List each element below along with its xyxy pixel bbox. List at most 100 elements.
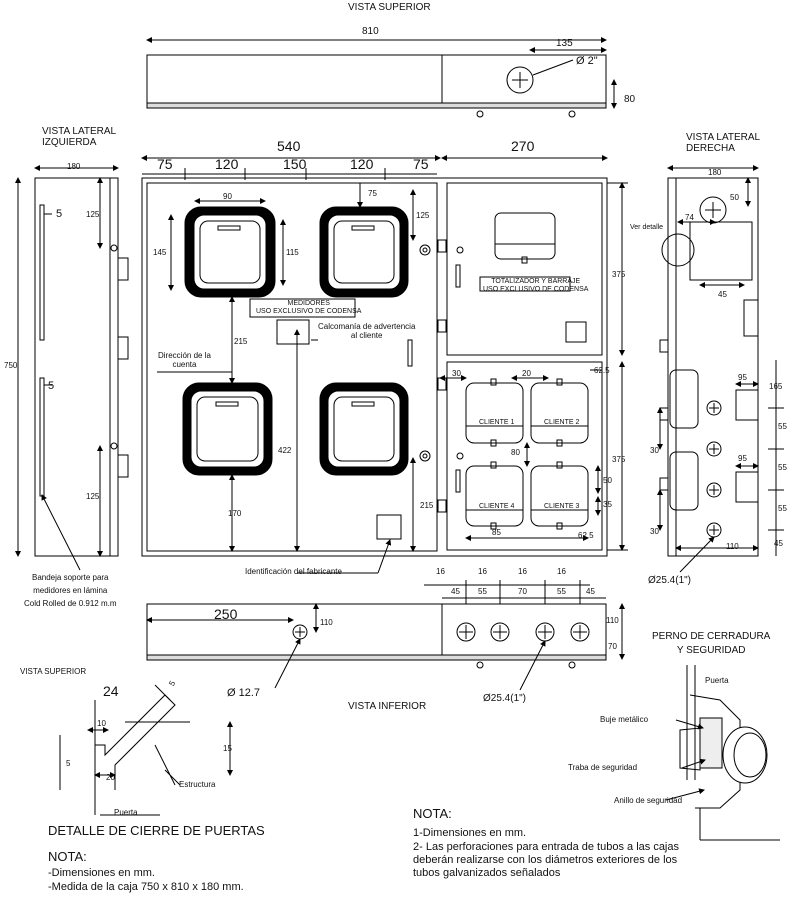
dim-135: 135 [556, 38, 573, 49]
det-dim-20: 20 [106, 773, 115, 782]
bot-dim-16-b: 16 [478, 567, 487, 576]
traba-label: Traba de seguridad [568, 763, 638, 772]
cliente1-label: CLIENTE 1 [479, 419, 515, 426]
buje-label: Buje metálico [600, 715, 649, 724]
bottom-view [146, 580, 625, 691]
left-dim-5-bottom: 5 [48, 380, 55, 392]
cliente2-label: CLIENTE 2 [544, 419, 580, 426]
dim-215: 215 [234, 337, 248, 346]
bot-dim-16-a: 16 [436, 567, 445, 576]
bot-dim-70: 70 [518, 587, 527, 596]
notes-right-line2: 2- Las perforaciones para entrada de tub… [413, 841, 679, 879]
dim-30-front: 30 [452, 369, 461, 378]
dim-540: 540 [277, 138, 301, 154]
anillo-label: Anillo de seguridad [614, 796, 683, 805]
dim-80-front: 80 [511, 448, 520, 457]
bot-dim-250: 250 [214, 606, 238, 622]
bot-diam-12-7: Ø 12.7 [227, 687, 261, 699]
cliente3-label: CLIENTE 3 [544, 503, 580, 510]
right-side-view [657, 165, 784, 573]
dim-80: 80 [624, 94, 636, 105]
ver-detalle-label: Ver detalle [630, 224, 664, 231]
cliente4-label: CLIENTE 4 [479, 503, 515, 510]
estructura-label: Estructura [179, 780, 216, 789]
right-dim-45-bottom: 45 [774, 539, 783, 548]
left-dim-180: 180 [67, 162, 81, 171]
dim-170: 170 [228, 509, 242, 518]
dim-75-right: 75 [413, 156, 429, 172]
dim-270: 270 [511, 138, 535, 154]
right-dim-30-bottom: 30 [650, 527, 659, 536]
dim-115: 115 [286, 248, 299, 257]
top-view [146, 37, 617, 118]
identificacion-label: Identificación del fabricante [245, 567, 342, 576]
right-dim-165: 165 [769, 382, 783, 391]
detail-top-view-title: VISTA SUPERIOR [20, 667, 87, 676]
right-diam-label: Ø25.4(1") [648, 575, 692, 586]
det-dim-15: 15 [223, 744, 232, 753]
left-side-view [15, 165, 129, 571]
bot-dim-16-c: 16 [518, 567, 527, 576]
bot-dim-110-right: 110 [606, 616, 619, 625]
dim-150: 150 [283, 156, 307, 172]
bot-diam-25-4: Ø25.4(1") [483, 693, 527, 704]
dim-62-5-bottom: 62.5 [578, 531, 594, 540]
dim-215-bottom: 215 [420, 501, 434, 510]
medidores-label: MEDIDORES USO EXCLUSIVO DE CODENSA [256, 300, 362, 315]
front-view [141, 155, 628, 574]
det-dim-24: 24 [103, 683, 119, 699]
dim-810: 810 [362, 26, 379, 37]
right-dim-95-top: 95 [738, 373, 747, 382]
dim-120-right: 120 [350, 156, 374, 172]
dim-35-front: 35 [603, 500, 612, 509]
bot-dim-16-d: 16 [557, 567, 566, 576]
notes-left-title: NOTA: [48, 849, 87, 864]
bot-dim-55-a: 55 [478, 587, 487, 596]
puerta-detail-label: Puerta [114, 808, 138, 817]
det-dim-5-left: 5 [66, 759, 71, 768]
dim-50-front: 50 [603, 476, 612, 485]
bot-dim-45-b: 45 [586, 587, 595, 596]
bot-dim-45-a: 45 [451, 587, 460, 596]
right-dim-55-b: 55 [778, 463, 787, 472]
dim-375-bottom: 375 [612, 455, 626, 464]
door-detail-title: DETALLE DE CIERRE DE PUERTAS [48, 823, 265, 838]
det-dim-10: 10 [97, 719, 106, 728]
left-dim-5-top: 5 [56, 208, 63, 220]
totalizador-label: TOTALIZADOR Y BARRAJE USO EXCLUSIVO DE C… [483, 278, 589, 293]
dim-85-front: 85 [492, 528, 501, 537]
right-dim-30-top: 30 [650, 446, 659, 455]
left-dim-125-top: 125 [86, 210, 100, 219]
left-view-title: VISTA LATERAL IZQUIERDA [42, 126, 117, 148]
left-dim-125-bottom: 125 [86, 492, 100, 501]
dim-75-left: 75 [157, 156, 173, 172]
right-dim-55-a: 55 [778, 422, 787, 431]
dim-90: 90 [223, 192, 232, 201]
notes-left-line2: -Medida de la caja 750 x 810 x 180 mm. [48, 881, 244, 893]
direccion-label: Dirección de la cuenta [158, 351, 211, 369]
notes-right-line1: 1-Dimensiones en mm. [413, 827, 527, 839]
dim-145: 145 [153, 248, 167, 257]
left-dim-750: 750 [4, 361, 18, 370]
dim-75-top: 75 [368, 189, 377, 198]
right-dim-110: 110 [726, 542, 739, 551]
dim-20-front: 20 [522, 369, 531, 378]
puerta-lock-label: Puerta [705, 676, 729, 685]
right-dim-45: 45 [718, 290, 727, 299]
right-dim-50: 50 [730, 193, 739, 202]
dim-62-5-top: 62.5 [594, 366, 610, 375]
dim-125-front: 125 [416, 211, 430, 220]
notes-right-title: NOTA: [413, 806, 452, 821]
dim-422: 422 [278, 446, 292, 455]
dim-diam-2in: Ø 2" [576, 55, 598, 67]
top-view-title: VISTA SUPERIOR [348, 2, 431, 13]
bot-dim-110-left: 110 [320, 618, 333, 627]
right-dim-55-c: 55 [778, 504, 787, 513]
dim-120-left: 120 [215, 156, 239, 172]
right-dim-180: 180 [708, 168, 722, 177]
right-view-title: VISTA LATERAL DERECHA [686, 132, 761, 154]
right-dim-74: 74 [685, 213, 694, 222]
right-dim-95-bottom: 95 [738, 454, 747, 463]
calcomania-label: Calcomanía de advertencia al cliente [318, 322, 416, 340]
